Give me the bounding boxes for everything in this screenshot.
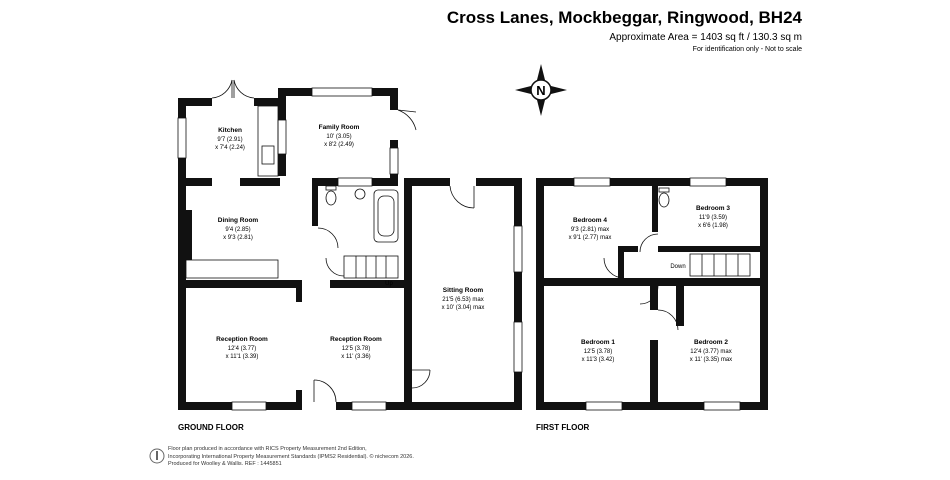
bedroom-3-label: Bedroom 3 — [696, 205, 730, 212]
svg-text:12'5 (3.78): 12'5 (3.78) — [584, 349, 613, 355]
svg-text:x 7'4 (2.24): x 7'4 (2.24) — [215, 145, 245, 151]
svg-text:9'7 (2.91): 9'7 (2.91) — [217, 137, 242, 143]
svg-text:x 10' (3.04) max: x 10' (3.04) max — [442, 305, 485, 311]
first-floor-label: FIRST FLOOR — [536, 423, 590, 432]
property-title: Cross Lanes, Mockbeggar, Ringwood, BH24 — [446, 8, 802, 27]
svg-text:11'9 (3.59): 11'9 (3.59) — [699, 215, 727, 221]
compass-letter: N — [536, 83, 545, 98]
ground-floor-plan: Kitchen 9'7 (2.91) x 7'4 (2.24) Family R… — [177, 79, 523, 411]
approximate-area: Approximate Area = 1403 sq ft / 130.3 sq… — [609, 32, 802, 43]
family-room-label: Family Room — [319, 124, 360, 131]
dining-room-label: Dining Room — [218, 217, 259, 224]
sitting-room-label: Sitting Room — [443, 287, 484, 294]
svg-text:12'5 (3.78): 12'5 (3.78) — [342, 346, 371, 352]
svg-text:x 11'1 (3.39): x 11'1 (3.39) — [226, 354, 259, 360]
reception-room-2-label: Reception Room — [330, 336, 382, 343]
svg-text:9'3 (2.81) max: 9'3 (2.81) max — [571, 227, 609, 233]
ground-floor-label: GROUND FLOOR — [178, 423, 244, 432]
stairs-up-label: Up — [385, 281, 393, 287]
svg-text:12'4 (3.77) max: 12'4 (3.77) max — [690, 349, 732, 355]
bedroom-2-label: Bedroom 2 — [694, 339, 728, 346]
svg-text:10' (3.05): 10' (3.05) — [326, 134, 351, 140]
bedroom-1-label: Bedroom 1 — [581, 339, 615, 346]
bedroom-4-label: Bedroom 4 — [573, 217, 607, 224]
first-floor-plan: Bedroom 4 9'3 (2.81) max x 9'1 (2.77) ma… — [536, 177, 768, 411]
svg-text:x 8'2 (2.49): x 8'2 (2.49) — [324, 142, 354, 148]
svg-text:9'4 (2.85): 9'4 (2.85) — [225, 227, 250, 233]
svg-text:12'4 (3.77): 12'4 (3.77) — [228, 346, 257, 352]
svg-text:x 11' (3.35) max: x 11' (3.35) max — [690, 357, 732, 363]
rics-logo-icon — [149, 448, 165, 464]
svg-text:x 6'6 (1.98): x 6'6 (1.98) — [698, 223, 728, 229]
kitchen-label: Kitchen — [218, 127, 242, 134]
svg-text:x 11' (3.36): x 11' (3.36) — [341, 354, 370, 360]
stairs-down-label: Down — [670, 264, 685, 270]
svg-text:x 9'3 (2.81): x 9'3 (2.81) — [223, 235, 253, 241]
reception-room-1-label: Reception Room — [216, 336, 268, 343]
svg-text:x 11'3 (3.42): x 11'3 (3.42) — [582, 357, 615, 363]
svg-text:x 9'1 (2.77) max: x 9'1 (2.77) max — [569, 235, 612, 241]
footer-notes: Floor plan produced in accordance with R… — [168, 446, 414, 468]
svg-text:21'5 (6.53) max: 21'5 (6.53) max — [442, 297, 484, 303]
identification-note: For identification only - Not to scale — [692, 46, 802, 53]
compass-icon: N — [515, 64, 567, 116]
